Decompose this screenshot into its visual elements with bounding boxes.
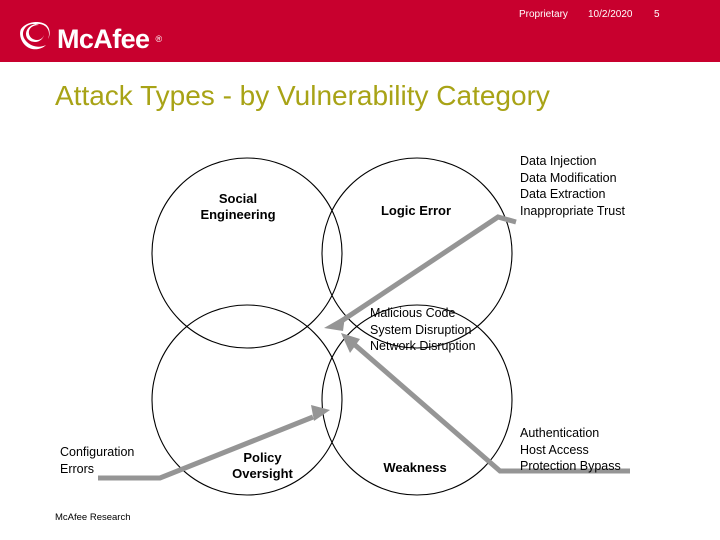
venn-circle-logic-error: [321, 157, 513, 349]
venn-circle-social-engineering: [151, 157, 343, 349]
header-page-number: 5: [654, 9, 660, 20]
venn-circle-weakness: [321, 304, 513, 496]
mcafee-shield-icon: [18, 21, 52, 57]
mcafee-wordmark: McAfee: [57, 24, 150, 54]
footer-text: McAfee Research: [55, 512, 131, 523]
arrow-data-attacks: [324, 214, 517, 331]
venn-label-policy-oversight: Policy Oversight: [232, 450, 293, 481]
venn-circle-policy-oversight: [151, 304, 343, 496]
annotation-data-attacks: Data Injection Data Modification Data Ex…: [520, 154, 625, 218]
header-date: 10/2/2020: [588, 9, 633, 20]
venn-label-logic-error: Logic Error: [380, 203, 452, 218]
arrow-authentication: [341, 333, 630, 474]
registered-trademark-icon: ®: [155, 34, 163, 44]
arrow-configuration-errors: [98, 405, 330, 481]
annotation-configuration-errors: Configuration Errors: [60, 445, 135, 476]
page-title: Attack Types - by Vulnerability Category: [55, 80, 550, 111]
annotation-malicious-code: Malicious Code System Disruption Network…: [370, 306, 476, 354]
venn-label-weakness: Weakness: [383, 460, 447, 475]
header-band: McAfee ® Proprietary 10/2/2020 5: [0, 0, 720, 62]
header-proprietary-label: Proprietary: [519, 9, 568, 20]
venn-label-social-engineering: Social Engineering: [200, 191, 276, 222]
annotation-authentication: Authentication Host Access Protection By…: [520, 426, 621, 474]
mcafee-logo: McAfee ®: [18, 21, 163, 57]
